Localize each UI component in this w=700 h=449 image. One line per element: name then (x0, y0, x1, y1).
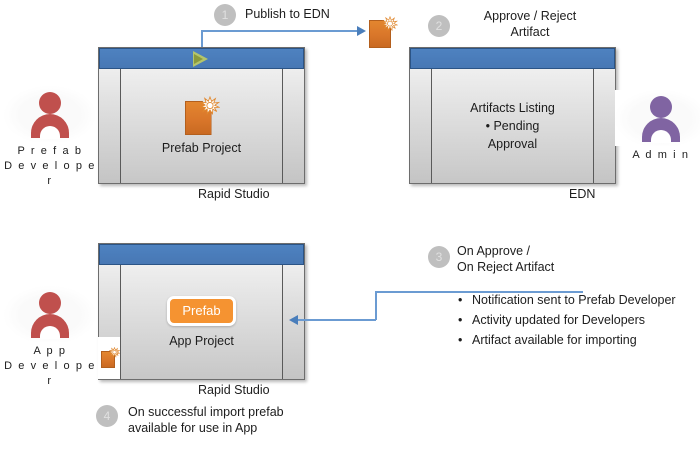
person-icon-admin (615, 90, 700, 146)
actor-label-app-developer: A p p D e v e l o p e r (4, 345, 96, 387)
list-item-text: Artifact available for importing (472, 333, 637, 347)
window-left-rail-edn (410, 69, 432, 183)
connector-import-arrowhead (289, 315, 298, 325)
window-center-edn: Artifacts Listing • Pending Approval (432, 69, 593, 183)
actor-app-developer: A p p D e v e l o p e r (4, 286, 96, 389)
outcomes-list: • Notification sent to Prefab Developer … (458, 292, 686, 352)
artifact-burst-icon (199, 96, 220, 116)
window-body-prefab: Prefab Project (99, 69, 304, 183)
list-item-text: Notification sent to Prefab Developer (472, 293, 676, 307)
play-triangle-icon[interactable] (192, 50, 208, 67)
edn-artifacts-listing: Artifacts Listing • Pending Approval (470, 101, 555, 151)
step-badge-2: 2 (428, 15, 450, 37)
app-sidebar-artifact-icon[interactable] (101, 347, 120, 368)
list-item: • Artifact available for importing (458, 332, 686, 349)
window-left-rail-app (98, 265, 121, 379)
caption-rapid-studio-top: Rapid Studio (198, 187, 270, 201)
step-label-2: Approve / Reject Artifact (483, 9, 577, 39)
connector-publish-horizontal (201, 30, 357, 32)
connector-import-bottom-horizontal (298, 319, 376, 321)
actor-label-admin: A d m i n (632, 149, 690, 161)
step-badge-4: 4 (96, 405, 118, 427)
step-label-1: Publish to EDN (245, 7, 330, 21)
connector-publish-arrowhead (357, 26, 366, 36)
window-titlebar-prefab[interactable] (99, 48, 304, 69)
app-project-label: App Project (169, 334, 234, 348)
person-icon-app-developer (4, 286, 96, 342)
bullet-icon: • (458, 313, 463, 327)
list-item: • Activity updated for Developers (458, 312, 686, 329)
window-right-rail-edn (593, 69, 615, 183)
connector-import-top-horizontal (375, 291, 583, 293)
prefab-project-label: Prefab Project (161, 141, 242, 155)
prefab-project-artifact-icon (184, 96, 220, 135)
person-icon-prefab-developer (4, 86, 96, 142)
actor-label-prefab-developer: P r e f a b D e v e l o p e r (4, 145, 96, 187)
window-app-rapid-studio[interactable]: Prefab App Project (98, 243, 305, 380)
list-item-text: Activity updated for Developers (472, 313, 646, 327)
prefab-chip[interactable]: Prefab (167, 296, 236, 326)
window-titlebar-edn[interactable] (410, 48, 615, 69)
window-titlebar-app[interactable] (99, 244, 304, 265)
step-badge-3: 3 (428, 246, 450, 268)
published-artifact-icon (369, 16, 398, 48)
step-label-4: On successful import prefab available fo… (128, 405, 284, 435)
actor-admin: A d m i n (615, 90, 700, 163)
step-label-3: On Approve / On Reject Artifact (457, 244, 555, 274)
actor-prefab-developer: P r e f a b D e v e l o p e r (4, 86, 96, 189)
window-body-edn: Artifacts Listing • Pending Approval (410, 69, 615, 183)
step-badge-1: 1 (214, 4, 236, 26)
connector-import-vertical (375, 291, 377, 320)
caption-rapid-studio-bottom: Rapid Studio (198, 383, 270, 397)
caption-edn: EDN (569, 187, 596, 201)
window-left-rail-prefab (99, 69, 121, 183)
window-edn[interactable]: Artifacts Listing • Pending Approval (409, 47, 616, 184)
connector-publish-vertical (201, 30, 203, 56)
window-right-rail-prefab (282, 69, 304, 183)
list-item: • Notification sent to Prefab Developer (458, 292, 686, 309)
window-center-prefab: Prefab Project (121, 69, 282, 183)
bullet-icon: • (458, 293, 463, 307)
bullet-icon: • (458, 333, 463, 347)
window-center-app: Prefab App Project (121, 265, 282, 379)
app-sidebar-panel (98, 337, 121, 379)
window-prefab-rapid-studio[interactable]: Prefab Project (98, 47, 305, 184)
artifact-burst-icon (382, 16, 398, 32)
artifact-burst-icon (109, 347, 120, 358)
window-body-app: Prefab App Project (98, 265, 304, 379)
